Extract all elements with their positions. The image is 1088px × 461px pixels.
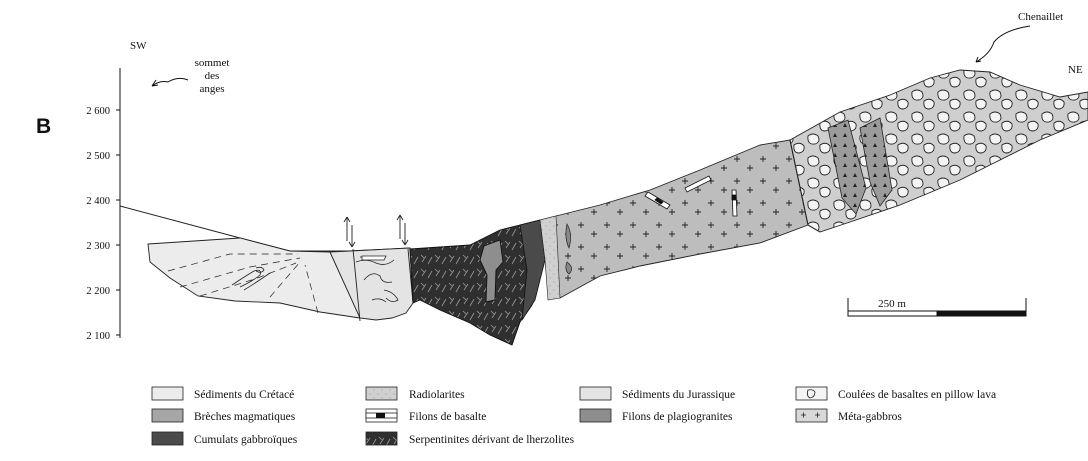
legend-label: Radiolarites	[409, 389, 465, 401]
sommet-des-anges-label: sommet des anges	[195, 57, 230, 95]
y-tick-2600: 2 600	[86, 106, 110, 117]
legend-label: Serpentinites dérivant de lherzolites	[409, 434, 575, 446]
chenaillet-label: Chenaillet	[1018, 11, 1063, 23]
sommet-line-3: anges	[199, 83, 224, 95]
y-tick-2200: 2 200	[86, 286, 110, 297]
legend-item-filons-basalte: Filons de basalte	[366, 409, 486, 423]
legend-label: Filons de basalte	[409, 411, 486, 423]
sommet-line-2: des	[205, 70, 220, 82]
y-tick-2500: 2 500	[86, 151, 110, 162]
chenaillet-arrow	[976, 26, 1030, 62]
sommet-line-1: sommet	[195, 57, 230, 69]
y-tick-2300: 2 300	[86, 241, 110, 252]
legend-item-meta-gabbros: Méta-gabbros	[796, 409, 902, 423]
legend: Sédiments du Crétacé Radiolarites Sédime…	[152, 387, 996, 446]
scale-bar: 250 m	[848, 298, 1026, 316]
legend-label: Sédiments du Crétacé	[194, 389, 294, 401]
legend-item-plagiogranites: Filons de plagiogranites	[580, 409, 733, 423]
panel-label: B	[36, 115, 51, 138]
y-axis: 2 600 2 500 2 400 2 300 2 200 2 100	[86, 68, 120, 342]
legend-label: Brèches magmatiques	[194, 411, 296, 423]
legend-item-radiolarites: Radiolarites	[366, 387, 465, 401]
basalt-lens-center	[362, 256, 386, 260]
meta-gabbros-body	[540, 140, 808, 298]
legend-label: Filons de plagiogranites	[622, 411, 733, 423]
orientation-sw: SW	[130, 40, 147, 52]
legend-item-serpentinites: Serpentinites dérivant de lherzolites	[366, 432, 575, 446]
orientation-ne: NE	[1068, 64, 1083, 76]
y-tick-2100: 2 100	[86, 331, 110, 342]
legend-item-cumulats: Cumulats gabbroïques	[152, 432, 298, 446]
legend-label: Cumulats gabbroïques	[194, 434, 298, 446]
scale-bar-label: 250 m	[878, 298, 906, 310]
legend-label: Sédiments du Jurassique	[622, 389, 735, 401]
legend-item-breches: Brèches magmatiques	[152, 409, 296, 423]
sommet-arrow	[152, 78, 188, 86]
legend-item-jurassique: Sédiments du Jurassique	[580, 387, 735, 401]
legend-item-cretace: Sédiments du Crétacé	[152, 387, 294, 401]
legend-label: Méta-gabbros	[838, 411, 902, 423]
cretace-sediments-body	[148, 238, 360, 318]
y-tick-2400: 2 400	[86, 196, 110, 207]
legend-label: Coulées de basaltes en pillow lava	[838, 389, 996, 401]
legend-item-pillow: Coulées de basaltes en pillow lava	[796, 387, 996, 401]
